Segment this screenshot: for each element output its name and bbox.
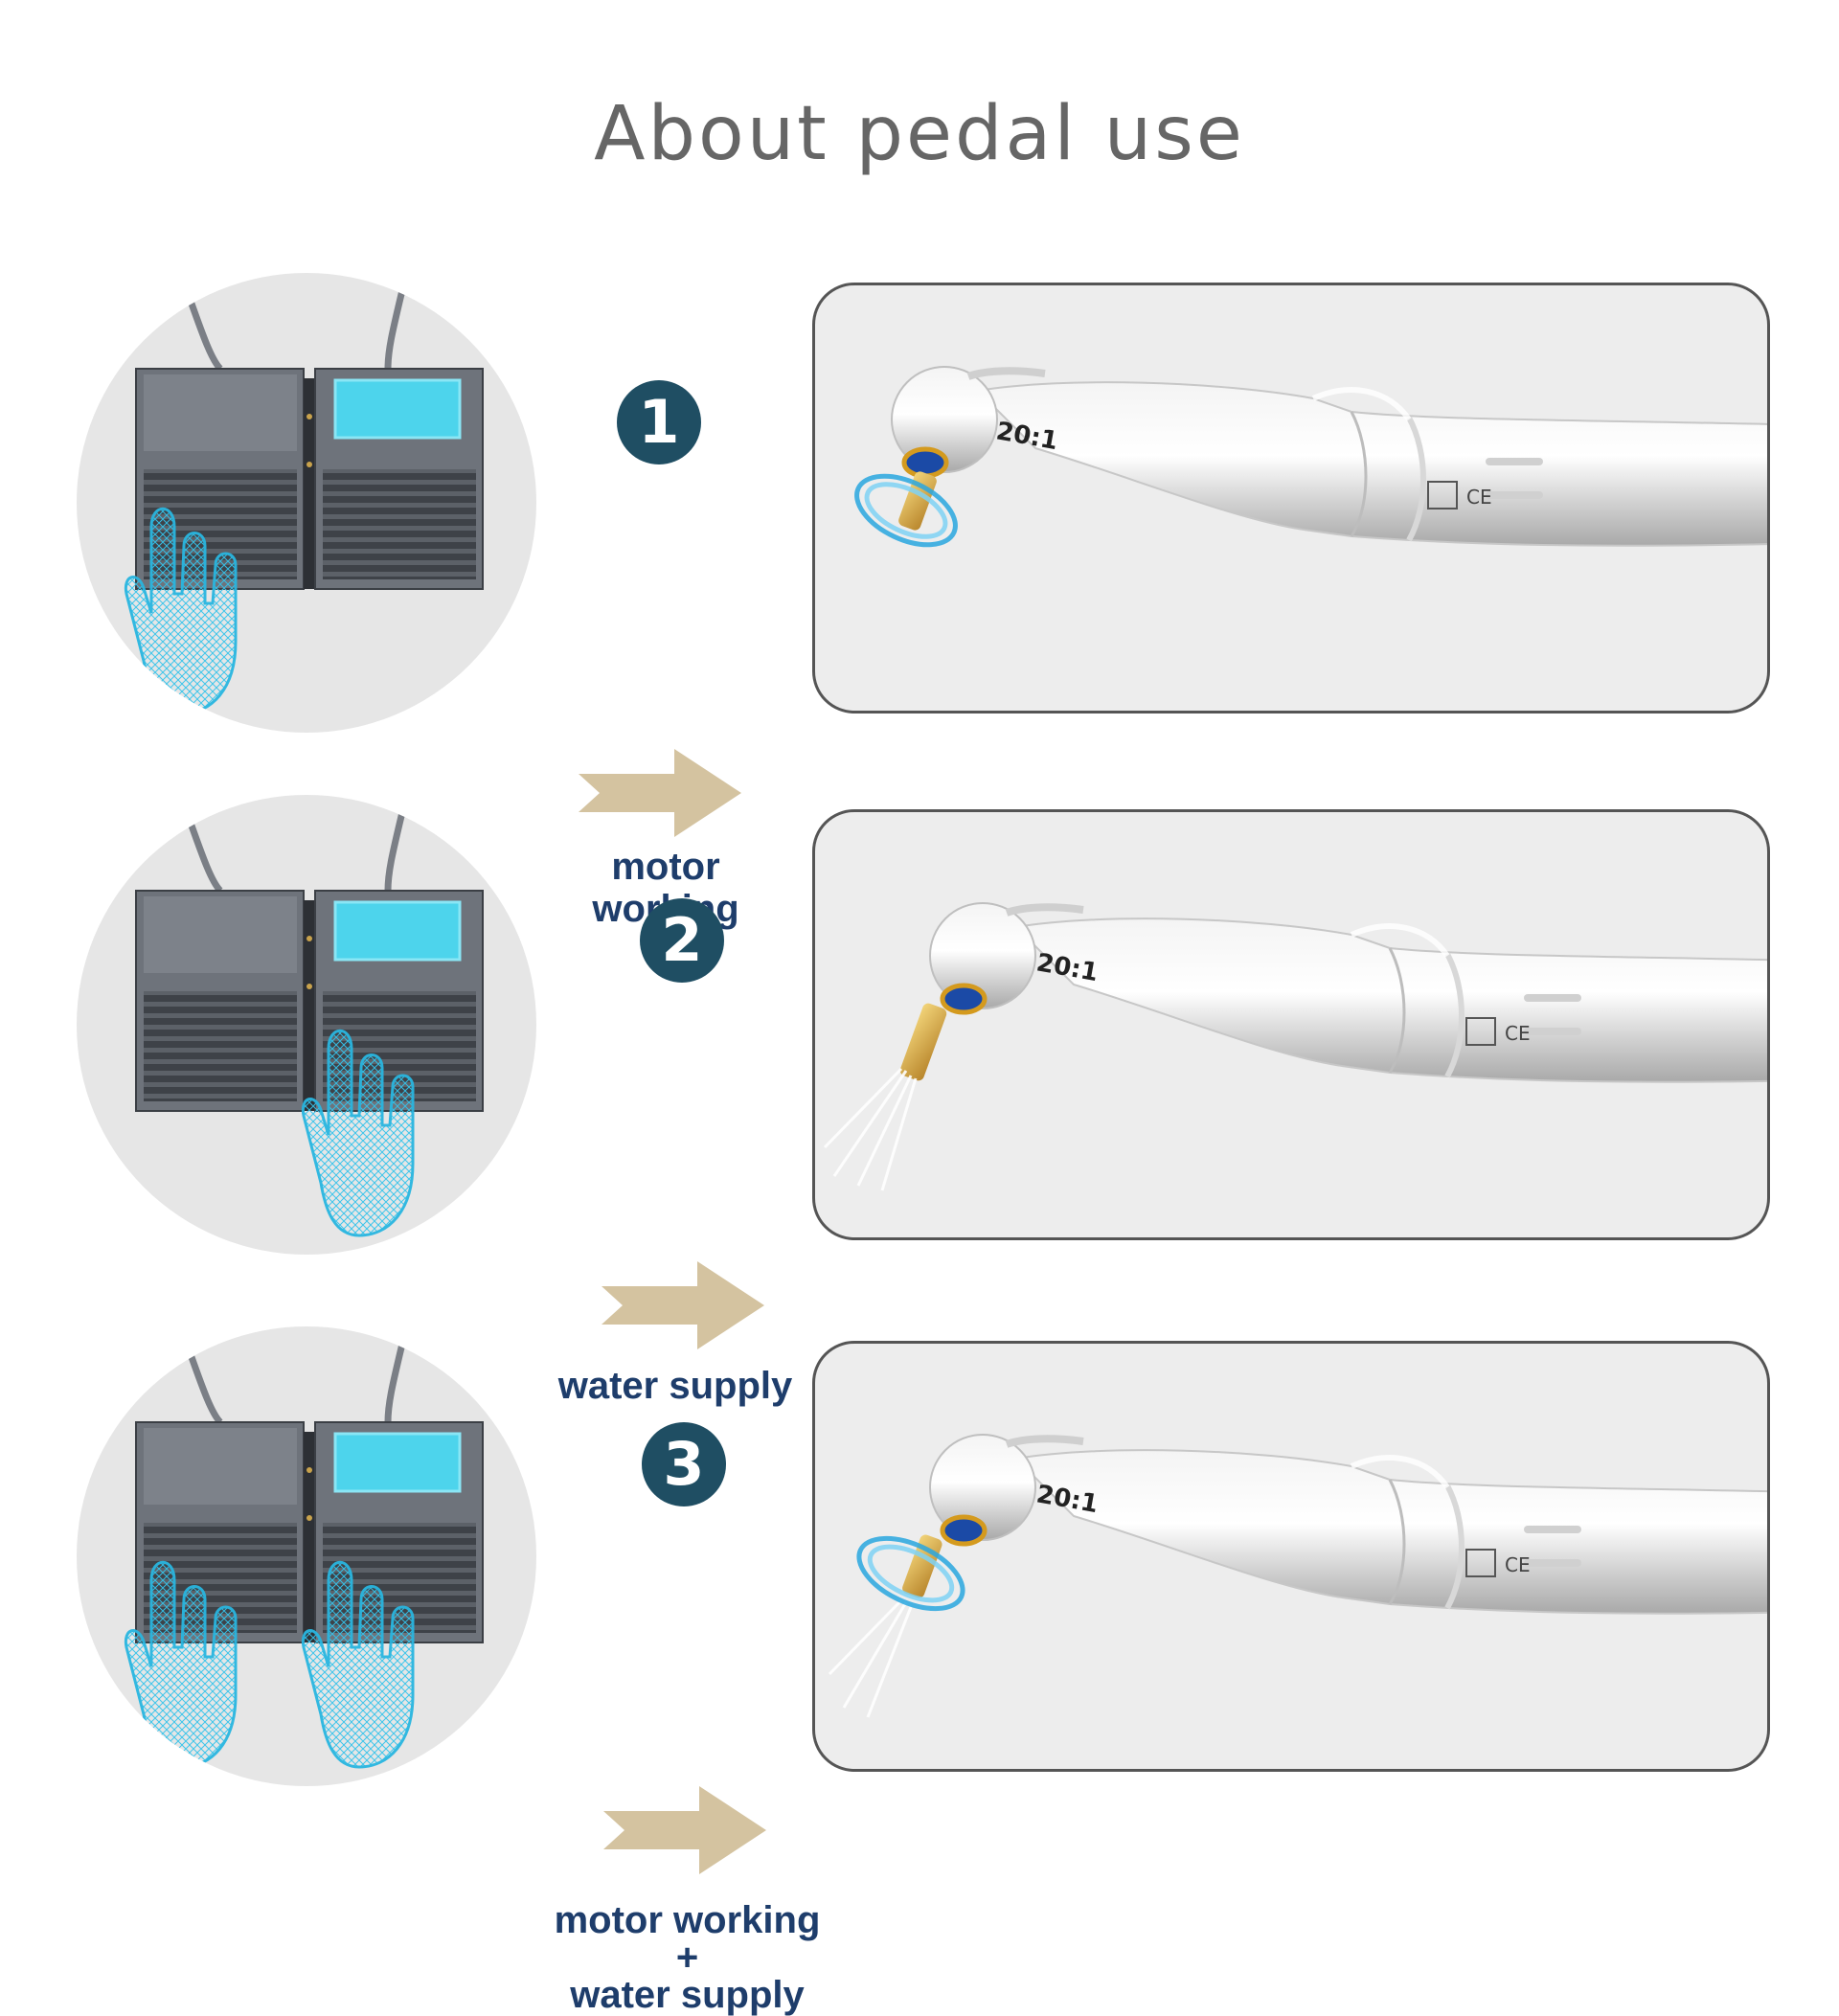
page-title: About pedal use xyxy=(594,91,1245,177)
handpiece-image xyxy=(892,367,1770,546)
step-label-line: motor working xyxy=(554,1899,821,1941)
step-label-line: water supply xyxy=(557,1365,793,1407)
handpiece-image xyxy=(930,1435,1770,1614)
handpiece-panel: 20:1 xyxy=(812,1341,1770,1772)
foot-pedal-image xyxy=(77,273,536,733)
right-arrow-icon xyxy=(579,749,741,837)
foot-pedal-image xyxy=(77,795,536,1255)
step-row-2: 2 water supply 20:1 xyxy=(0,795,1839,1407)
right-arrow-icon xyxy=(603,1786,766,1874)
rotation-icon xyxy=(856,1535,965,1612)
handpiece-panel: 20:1 xyxy=(812,283,1770,714)
right-arrow-icon xyxy=(602,1261,764,1349)
step-row-1: 1 motor working 20:1 xyxy=(0,273,1839,930)
step-label: motor working + water supply xyxy=(551,1899,824,2016)
bur-tip xyxy=(899,1003,947,1081)
handpiece-panel: 20:1 xyxy=(812,809,1770,1240)
water-spray-icon xyxy=(823,1067,918,1191)
step-label: water supply xyxy=(546,1365,805,1407)
bur-tip xyxy=(898,471,937,531)
foot-pedal-image xyxy=(77,1326,536,1786)
step-number-badge: 1 xyxy=(617,380,701,464)
step-label-line: + xyxy=(675,1937,699,1979)
handpiece-image xyxy=(930,903,1770,1082)
rotation-icon xyxy=(854,473,958,548)
step-number-badge: 2 xyxy=(640,898,724,983)
step-label-line: water supply xyxy=(570,1974,805,2016)
step-number-badge: 3 xyxy=(642,1422,726,1506)
step-row-3: 3 motor working + water supply 20:1 xyxy=(0,1326,1839,2016)
water-spray-icon xyxy=(828,1598,913,1718)
